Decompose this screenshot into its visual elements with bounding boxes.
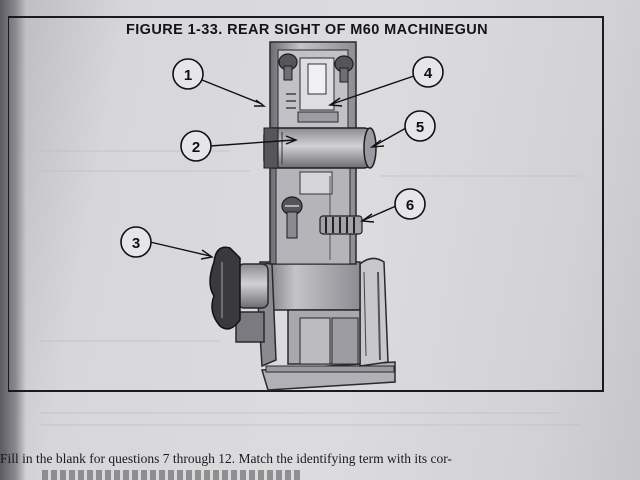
windage-knob — [209, 246, 241, 330]
callout-6-label: 6 — [406, 197, 414, 214]
callout-2: 2 — [180, 130, 212, 162]
elevation-knob — [319, 215, 363, 235]
callout-3: 3 — [120, 226, 152, 258]
instruction-text: Fill in the blank for questions 7 throug… — [0, 451, 452, 466]
callout-4-label: 4 — [424, 65, 433, 82]
callout-6: 6 — [394, 188, 426, 220]
sight-base — [261, 361, 396, 391]
elevation-screw-icon — [281, 196, 303, 239]
callout-2-label: 2 — [192, 139, 200, 156]
mounting-bracket — [359, 257, 389, 367]
callout-1-label: 1 — [184, 67, 192, 84]
callout-5: 5 — [404, 110, 436, 142]
range-drum — [263, 127, 377, 169]
figure-frame: FIGURE 1-33. REAR SIGHT OF M60 MACHINEGU… — [8, 16, 604, 392]
cropped-text-line — [42, 470, 302, 480]
callout-1: 1 — [172, 58, 204, 90]
callout-5-label: 5 — [416, 119, 424, 136]
sight-pedestal — [235, 261, 361, 368]
callout-leaders — [149, 75, 415, 260]
callout-4: 4 — [412, 56, 444, 88]
page-shadow — [0, 0, 26, 480]
screw-icon — [278, 53, 354, 83]
figure-title: FIGURE 1-33. REAR SIGHT OF M60 MACHINEGU… — [125, 22, 489, 38]
callout-3-label: 3 — [132, 235, 140, 252]
